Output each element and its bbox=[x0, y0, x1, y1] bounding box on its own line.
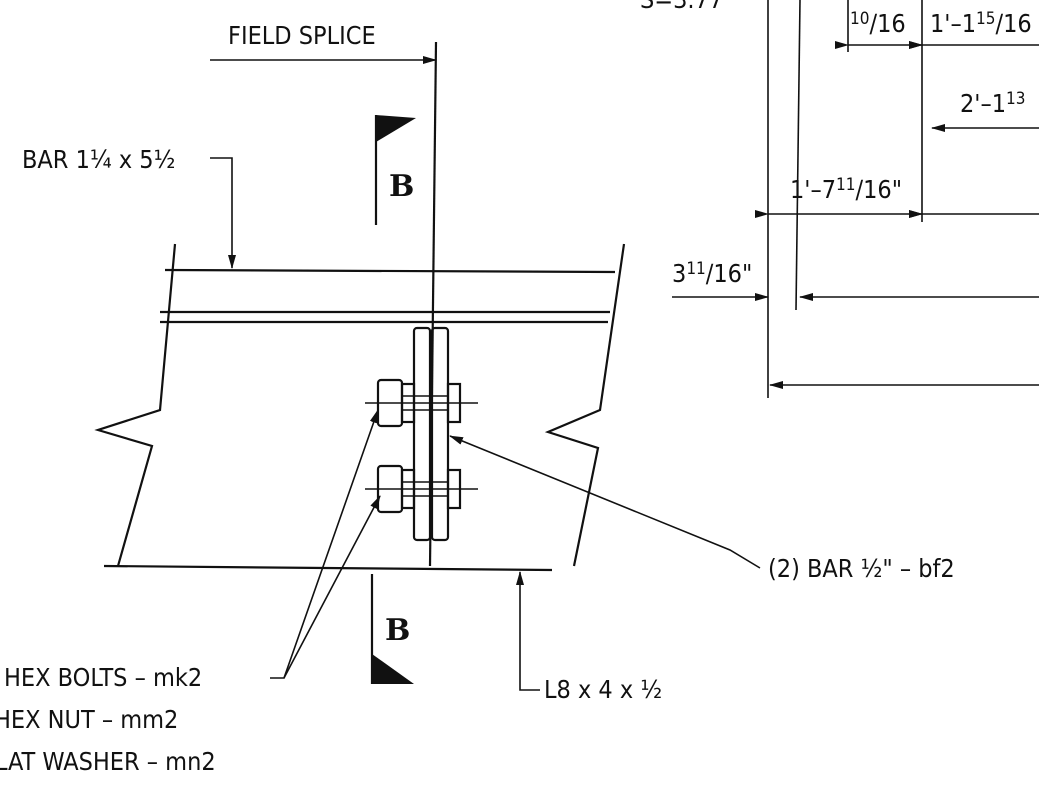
bar-top-callout: BAR 1¼ x 5½ bbox=[22, 145, 236, 269]
two-bars-label: (2) BAR ½" – bf2 bbox=[768, 554, 955, 583]
dim-second: 2'–113 bbox=[960, 89, 1026, 118]
splice-plates bbox=[412, 326, 450, 542]
bolt-upper bbox=[365, 378, 478, 428]
svg-text:311∕16": 311∕16" bbox=[672, 259, 752, 288]
section-label-bottom: B bbox=[385, 613, 410, 648]
dim-third: 1'–711∕16" bbox=[790, 175, 902, 204]
hex-nut-label: HEX NUT – mm2 bbox=[0, 705, 178, 734]
beam-outline bbox=[94, 41, 626, 572]
flat-washer-label: FLAT WASHER – mn2 bbox=[0, 747, 216, 776]
bolt-lower bbox=[365, 464, 478, 514]
field-splice-label: FIELD SPLICE bbox=[228, 21, 376, 50]
partial-top-label: S=3.77 bbox=[640, 0, 723, 14]
hex-bolts-label: HEX BOLTS – mk2 bbox=[4, 663, 202, 692]
svg-text:10∕16: 10∕16 bbox=[850, 9, 906, 38]
svg-text:1'–711∕16": 1'–711∕16" bbox=[790, 175, 902, 204]
svg-text:2'–113: 2'–113 bbox=[960, 89, 1026, 118]
section-label-top: B bbox=[389, 169, 414, 204]
two-bars-callout: (2) BAR ½" – bf2 bbox=[449, 435, 955, 583]
angle-callout: L8 x 4 x ½ bbox=[516, 571, 662, 704]
dim-top-left: 10∕16 bbox=[850, 9, 906, 38]
section-marker-bottom: B bbox=[370, 574, 414, 684]
section-marker-top: B bbox=[374, 115, 416, 225]
bar-top-label: BAR 1¼ x 5½ bbox=[22, 145, 175, 174]
dimension-chain bbox=[672, 0, 1039, 398]
angle-label: L8 x 4 x ½ bbox=[544, 675, 662, 704]
dim-top-right: 1'–115∕16 bbox=[930, 9, 1032, 38]
dim-fourth: 311∕16" bbox=[672, 259, 752, 288]
hex-bolts-callout: HEX BOLTS – mk2 bbox=[4, 409, 381, 692]
svg-text:1'–115∕16: 1'–115∕16 bbox=[930, 9, 1032, 38]
field-splice-callout: FIELD SPLICE bbox=[210, 21, 437, 64]
